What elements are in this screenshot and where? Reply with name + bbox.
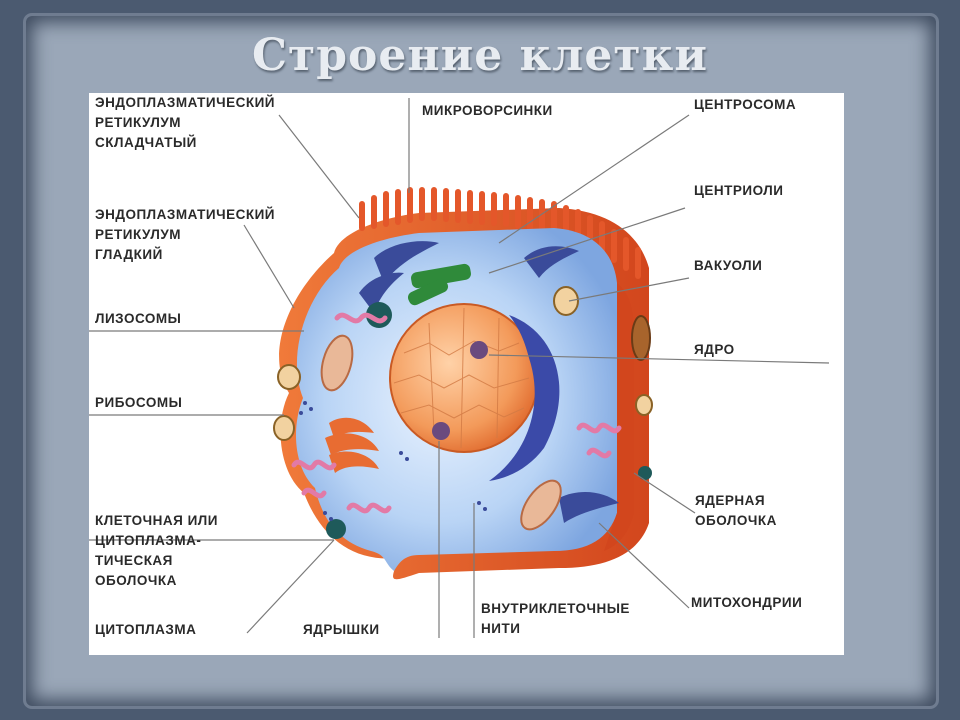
vacuoles	[273, 286, 653, 441]
cell-diagram	[89, 98, 830, 638]
label-cytoplasm: ЦИТОПЛАЗМА	[95, 622, 197, 637]
label-centrosome: ЦЕНТРОСОМА	[694, 97, 797, 112]
mitochondria	[320, 334, 562, 531]
centrosome	[407, 263, 471, 306]
nucleus	[389, 303, 539, 453]
rough-er	[359, 241, 619, 523]
ribosomes	[299, 401, 487, 521]
label-nuclear-envelope: ЯДЕРНАЯ ОБОЛОЧКА	[695, 493, 777, 528]
leader-lines	[89, 98, 830, 638]
lysosome	[366, 302, 392, 328]
label-er-rough: ЭНДОПЛАЗМАТИЧЕСКИЙ РЕТИКУЛУМ СКЛАДЧАТЫЙ	[95, 95, 276, 150]
label-centrioles: ЦЕНТРИОЛИ	[694, 183, 784, 198]
label-filaments: ВНУТРИКЛЕТОЧНЫЕ НИТИ	[481, 601, 630, 636]
golgi	[325, 417, 379, 473]
lysosome	[638, 466, 652, 480]
page-title: Строение клетки	[251, 30, 708, 81]
label-er-smooth: ЭНДОПЛАЗМАТИЧЕСКИЙ РЕТИКУЛУМ ГЛАДКИЙ	[95, 207, 276, 262]
label-ribosomes: РИБОСОМЫ	[95, 395, 183, 410]
label-nucleoli: ЯДРЫШКИ	[303, 622, 380, 637]
lysosome	[326, 519, 346, 539]
smooth-er	[291, 312, 622, 514]
nucleolus	[432, 422, 450, 440]
label-mitochondria: МИТОХОНДРИИ	[691, 595, 803, 610]
label-microvilli: МИКРОВОРСИНКИ	[422, 103, 553, 118]
nucleolus	[470, 341, 488, 359]
vacuole-large	[631, 315, 651, 361]
label-membrane: КЛЕТОЧНАЯ ИЛИ ЦИТОПЛАЗМА- ТИЧЕСКАЯ ОБОЛО…	[95, 513, 218, 588]
diagram-panel: ЭНДОПЛАЗМАТИЧЕСКИЙ РЕТИКУЛУМ СКЛАДЧАТЫЙ …	[89, 93, 844, 655]
label-lysosomes: ЛИЗОСОМЫ	[95, 311, 182, 326]
label-vacuoles: ВАКУОЛИ	[694, 258, 763, 273]
label-nucleus: ЯДРО	[694, 342, 735, 357]
